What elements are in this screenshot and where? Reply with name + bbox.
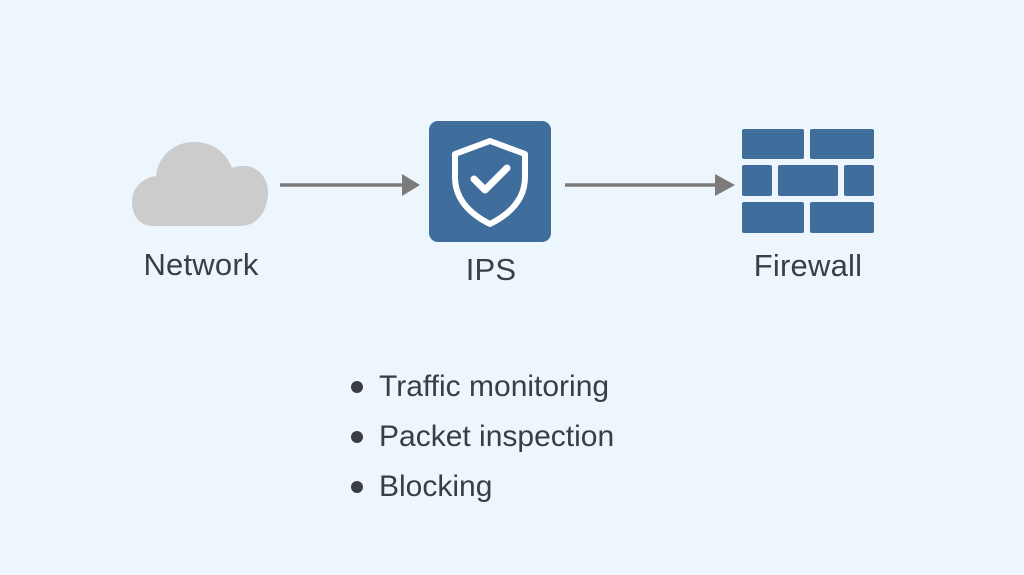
bullet-icon bbox=[351, 431, 363, 443]
list-item: Packet inspection bbox=[348, 412, 614, 462]
bullet-icon bbox=[351, 381, 363, 393]
arrow-ips-to-firewall bbox=[565, 174, 735, 196]
cloud-icon bbox=[132, 142, 268, 226]
firewall-label: Firewall bbox=[753, 248, 863, 283]
bullet-icon bbox=[351, 481, 363, 493]
feature-label: Traffic monitoring bbox=[379, 370, 610, 403]
feature-list: Traffic monitoring Packet inspection Blo… bbox=[348, 362, 614, 512]
brick-wall-icon bbox=[742, 129, 874, 233]
list-item: Blocking bbox=[348, 462, 614, 512]
ips-label: IPS bbox=[465, 252, 517, 287]
feature-label: Packet inspection bbox=[379, 420, 615, 453]
shield-check-icon bbox=[429, 121, 551, 242]
arrow-network-to-ips bbox=[280, 174, 420, 196]
feature-label: Blocking bbox=[379, 470, 493, 503]
network-label: Network bbox=[143, 247, 259, 282]
list-item: Traffic monitoring bbox=[348, 362, 614, 412]
